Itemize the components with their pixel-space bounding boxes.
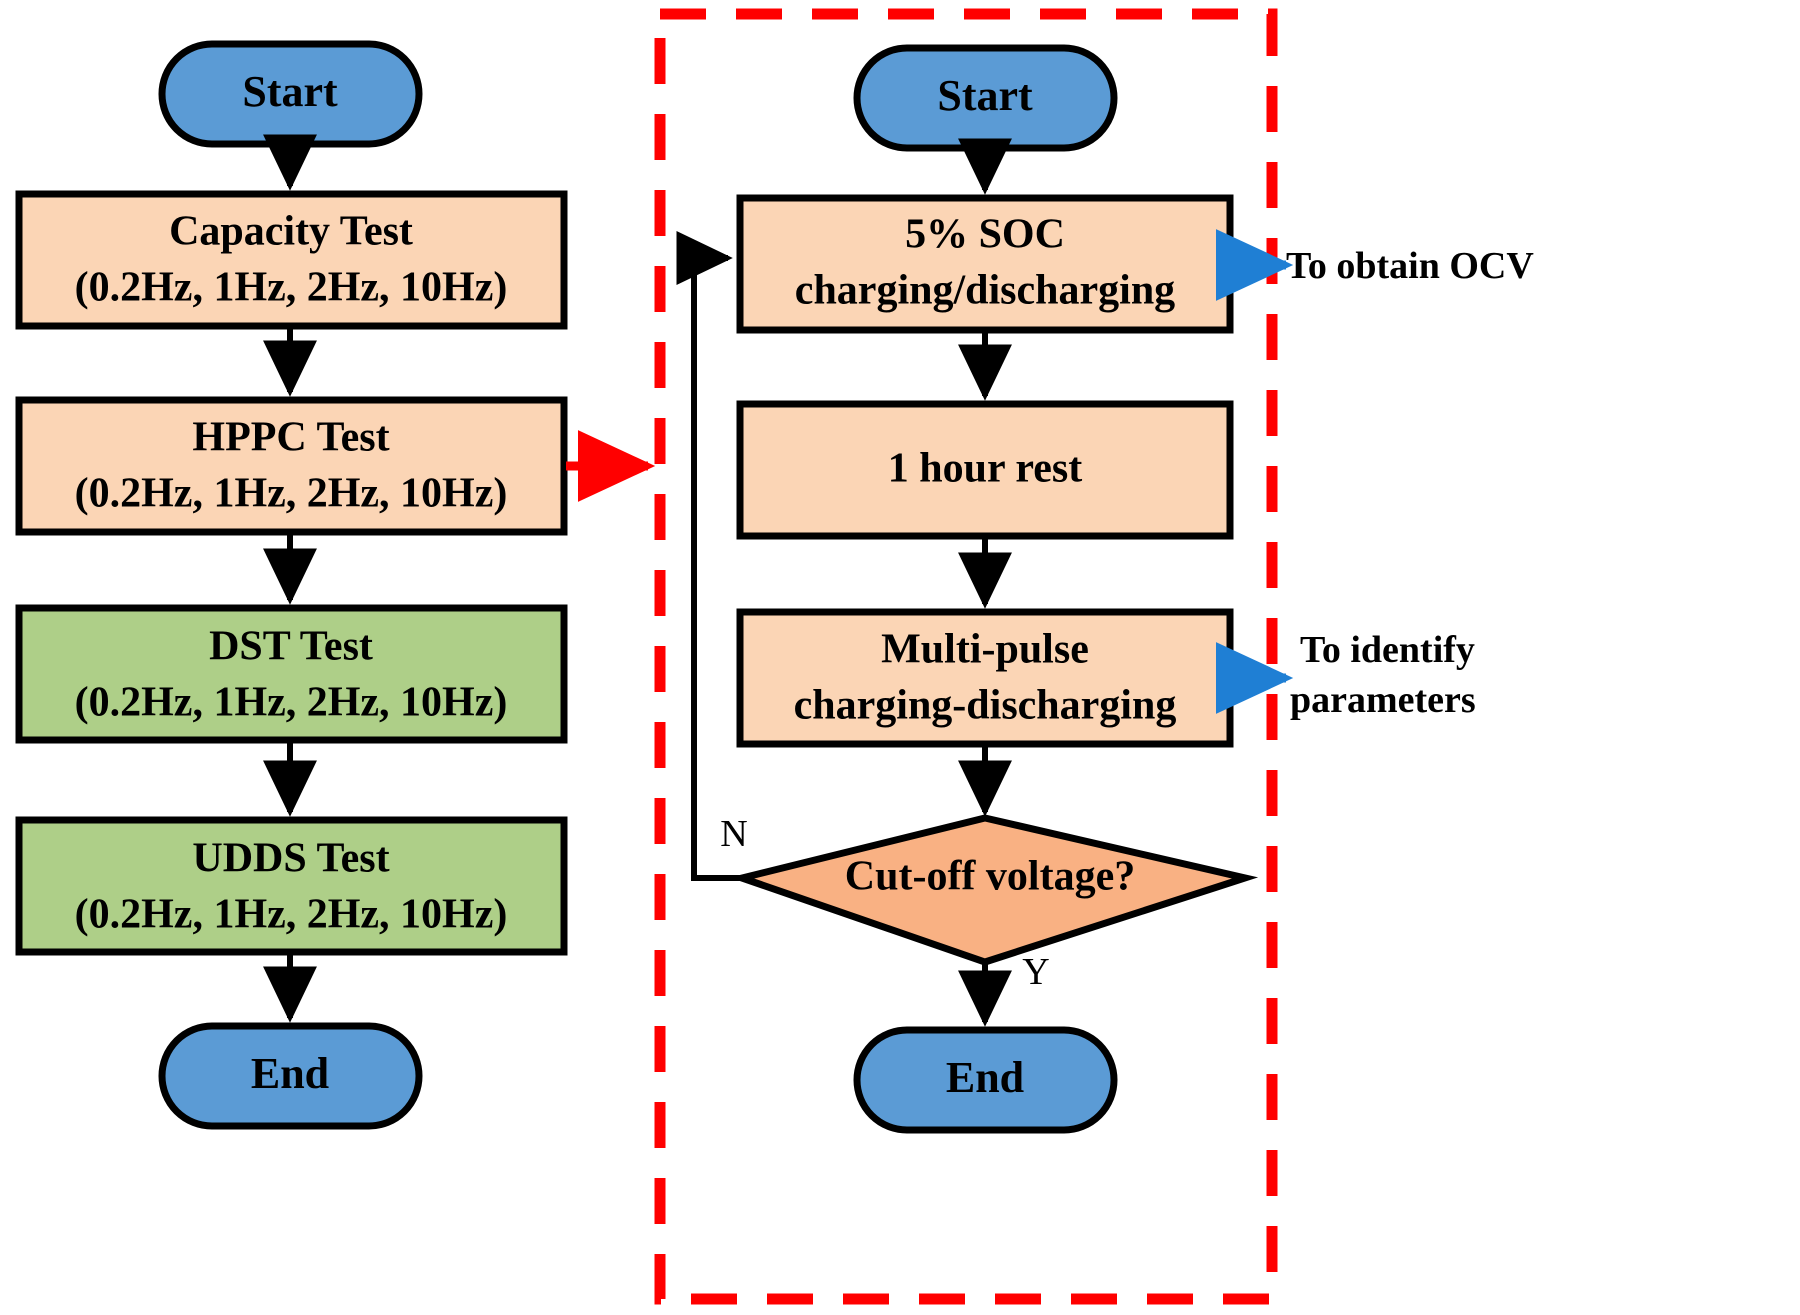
- left-end-label: End: [251, 1049, 329, 1098]
- right-step-soc-line1: 5% SOC: [905, 212, 1065, 258]
- decision-no-path: [676, 231, 742, 881]
- right-start-label: Start: [937, 71, 1033, 120]
- left-step-capacity-line2: (0.2Hz, 1Hz, 2Hz, 10Hz): [75, 265, 508, 311]
- decision-yes-label: Y: [1022, 951, 1049, 993]
- right-end-label: End: [946, 1053, 1024, 1102]
- left-end-node: End: [158, 1022, 423, 1130]
- right-step-rest: 1 hour rest: [736, 400, 1234, 540]
- annotation-parameters-line2: parameters: [1290, 679, 1476, 721]
- left-step-hppc-line1: HPPC Test: [192, 415, 389, 461]
- annotation-parameters-line1: To identify: [1300, 629, 1475, 671]
- right-end-node: End: [853, 1026, 1118, 1134]
- left-step-hppc: HPPC Test (0.2Hz, 1Hz, 2Hz, 10Hz): [15, 396, 568, 536]
- left-step-udds: UDDS Test (0.2Hz, 1Hz, 2Hz, 10Hz): [15, 816, 568, 956]
- right-start-node: Start: [853, 44, 1118, 152]
- left-step-udds-line1: UDDS Test: [192, 836, 389, 882]
- right-step-pulse-line1: Multi-pulse: [881, 627, 1089, 673]
- left-step-capacity-line1: Capacity Test: [169, 209, 413, 255]
- left-step-udds-line2: (0.2Hz, 1Hz, 2Hz, 10Hz): [75, 892, 508, 938]
- left-step-dst: DST Test (0.2Hz, 1Hz, 2Hz, 10Hz): [15, 604, 568, 744]
- right-step-rest-line1: 1 hour rest: [888, 446, 1082, 492]
- left-start-node: Start: [158, 40, 423, 148]
- left-step-capacity: Capacity Test (0.2Hz, 1Hz, 2Hz, 10Hz): [15, 190, 568, 330]
- right-step-soc-line2: charging/discharging: [795, 268, 1175, 314]
- left-start-label: Start: [242, 67, 338, 116]
- left-step-hppc-line2: (0.2Hz, 1Hz, 2Hz, 10Hz): [75, 471, 508, 517]
- left-step-dst-line2: (0.2Hz, 1Hz, 2Hz, 10Hz): [75, 680, 508, 726]
- right-step-pulse: Multi-pulse charging-discharging: [736, 608, 1234, 748]
- right-step-pulse-line2: charging-discharging: [794, 683, 1177, 729]
- annotation-ocv-line1: To obtain OCV: [1286, 245, 1534, 287]
- decision-no-label: N: [720, 813, 747, 855]
- left-step-dst-line1: DST Test: [209, 624, 373, 670]
- right-step-soc: 5% SOC charging/discharging: [736, 194, 1234, 334]
- decision-node: Cut-off voltage?: [729, 814, 1259, 966]
- decision-label: Cut-off voltage?: [845, 854, 1135, 900]
